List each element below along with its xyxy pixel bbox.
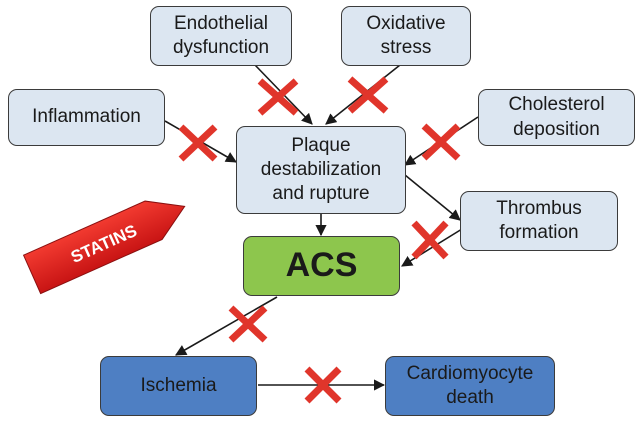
statins-arrow-shape <box>22 200 186 295</box>
node-inflammation: Inflammation <box>8 89 165 146</box>
arrow-inflammation-to-plaque <box>164 120 237 163</box>
node-cholesterol-deposition: Cholesterol deposition <box>478 89 635 146</box>
node-endothelial-dysfunction: Endothelial dysfunction <box>150 6 292 66</box>
statins-arrow: STATINS <box>22 200 186 295</box>
node-ischemia: Ischemia <box>100 356 257 416</box>
node-thrombus-formation: Thrombus formation <box>460 191 618 251</box>
arrow-cholesterol-to-plaque <box>404 116 479 166</box>
node-cardiomyocyte-death: Cardiomyocyte death <box>385 356 555 416</box>
node-plaque-destabilization: Plaque destabilization and rupture <box>236 126 406 214</box>
arrow-plaque-to-thrombus <box>404 174 461 221</box>
arrow-endothelial-to-plaque <box>254 64 313 125</box>
arrow-thrombus-to-acs <box>401 228 463 267</box>
node-oxidative-stress: Oxidative stress <box>341 6 471 66</box>
arrow-oxidative-to-plaque <box>325 64 401 125</box>
arrow-acs-to-ischemia <box>175 296 278 356</box>
node-acs: ACS <box>243 236 400 296</box>
